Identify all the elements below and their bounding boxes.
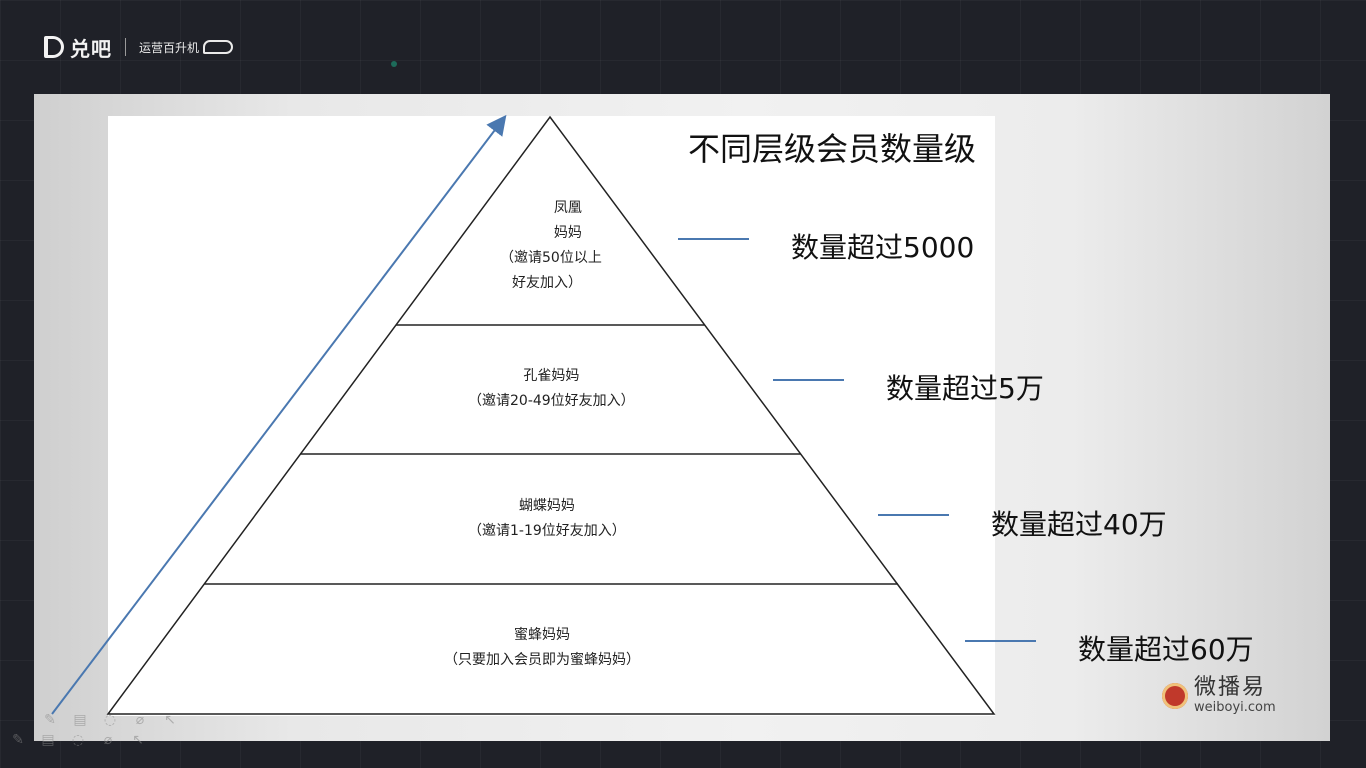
tier-line: 妈妈 bbox=[553, 225, 582, 241]
count-bee: 数量超过60万 bbox=[1078, 633, 1254, 666]
indicator-dot bbox=[391, 61, 397, 67]
brand-subtitle-text: 运营百升机 bbox=[139, 40, 200, 55]
count-peacock: 数量超过5万 bbox=[886, 372, 1044, 405]
keyboard-icon: ▤ bbox=[73, 712, 87, 728]
pyramid-diagram bbox=[51, 114, 1036, 715]
watermark-en: weiboyi.com bbox=[1194, 700, 1276, 715]
tier-line: 蝴蝶妈妈 bbox=[518, 498, 575, 514]
pen-icon[interactable]: ✎ bbox=[12, 732, 24, 748]
slide-title: 不同层级会员数量级 bbox=[688, 130, 977, 168]
tier-line: （邀请1-19位好友加入） bbox=[468, 523, 626, 539]
brand-subtitle: 运营百升机 bbox=[139, 39, 234, 56]
presentation-toolbar-ghost: ✎ ▤ ◌ ⌀ ↖ bbox=[40, 712, 180, 728]
rocket-icon bbox=[203, 40, 234, 54]
tier-label-butterfly: 蝴蝶妈妈 （邀请1-19位好友加入） bbox=[468, 494, 626, 544]
watermark-cn: 微播易 bbox=[1194, 675, 1267, 700]
tier-line: （邀请50位以上 bbox=[500, 250, 602, 266]
brand-bar: 兑吧 运营百升机 bbox=[44, 30, 234, 64]
growth-arrow bbox=[51, 114, 507, 715]
brand-logo-text: 兑吧 bbox=[70, 36, 112, 61]
tier-label-bee: 蜜蜂妈妈 （只要加入会员即为蜜蜂妈妈） bbox=[444, 623, 640, 673]
brand-divider bbox=[125, 38, 126, 56]
count-butterfly: 数量超过40万 bbox=[991, 508, 1167, 541]
tier-line: 好友加入） bbox=[512, 275, 582, 291]
pointer-icon: ↖ bbox=[164, 712, 176, 728]
slide: 不同层级会员数量级 凤凰 妈妈 （邀请50位以上 好友加入） 孔雀妈妈 （邀请2… bbox=[34, 94, 1330, 741]
keyboard-icon[interactable]: ▤ bbox=[41, 732, 55, 748]
tier-label-phoenix: 凤凰 妈妈 （邀请50位以上 好友加入） bbox=[500, 196, 602, 296]
weiboyi-logo-icon bbox=[1162, 682, 1188, 709]
presentation-toolbar: ✎ ▤ ◌ ⌀ ↖ bbox=[8, 732, 148, 748]
pen-icon: ✎ bbox=[44, 712, 56, 728]
eraser-icon[interactable]: ◌ bbox=[71, 732, 85, 748]
watermark: 微播易 weiboyi.com bbox=[1162, 677, 1276, 714]
tier-line: 孔雀妈妈 bbox=[523, 368, 580, 384]
tier-line: 凤凰 bbox=[553, 200, 582, 216]
eraser-icon: ◌ bbox=[103, 712, 117, 728]
brand-logo: 兑吧 bbox=[44, 33, 112, 62]
pointer-icon[interactable]: ↖ bbox=[132, 732, 144, 748]
diagram-panel bbox=[108, 116, 995, 716]
count-phoenix: 数量超过5000 bbox=[791, 231, 975, 264]
pyramid-outline bbox=[106, 115, 996, 715]
tier-line: （邀请20-49位好友加入） bbox=[468, 393, 635, 409]
brand-mark-icon bbox=[44, 36, 64, 58]
tier-line: （只要加入会员即为蜜蜂妈妈） bbox=[444, 652, 640, 668]
highlighter-icon[interactable]: ⌀ bbox=[103, 732, 113, 748]
tier-label-peacock: 孔雀妈妈 （邀请20-49位好友加入） bbox=[468, 364, 635, 414]
highlighter-icon: ⌀ bbox=[135, 712, 145, 728]
tier-line: 蜜蜂妈妈 bbox=[514, 627, 570, 643]
